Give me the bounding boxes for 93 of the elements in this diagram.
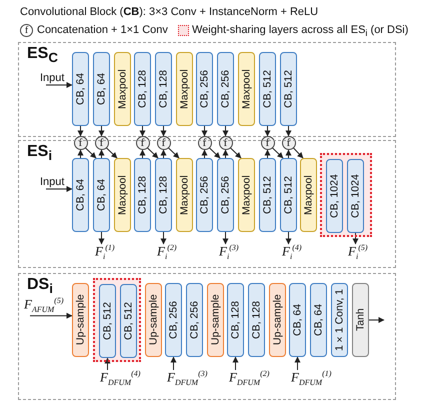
dashed-panel (18, 42, 396, 137)
dashed-panel (18, 273, 396, 400)
fusion-circle: f (260, 136, 274, 150)
arrow (264, 150, 270, 158)
arrow (292, 147, 304, 158)
conv-block: CB, 256 (186, 283, 203, 357)
maxpool-block: Maxpool (300, 158, 317, 232)
conv-block: 1×1 Conv, 1 (331, 283, 348, 357)
caption-text: Convolutional Block (CB): 3×3 Conv + InstanceNorm + ReLU (20, 6, 318, 18)
arrow (222, 150, 228, 158)
upsample-block: Up-sample (145, 283, 162, 357)
upsample-block: Up-sample (207, 283, 224, 357)
conv-block: CB, 256 (217, 52, 234, 126)
maxpool-block: Maxpool (114, 158, 131, 232)
upsample-block: Up-sample (269, 283, 286, 357)
arrow (160, 126, 166, 136)
conv-block: CB, 1024 (326, 159, 343, 233)
maxpool-block: Maxpool (176, 158, 193, 232)
arrow (230, 147, 242, 158)
conv-block: CB, 64 (93, 52, 110, 126)
panel-heading: DS$_{i}$ (27, 276, 53, 296)
conv-block: CB, 256 (165, 283, 182, 357)
arrow (368, 317, 384, 323)
arrow (294, 356, 300, 370)
conv-block: CB, 128 (155, 158, 172, 232)
arrow (286, 126, 292, 136)
arrow (98, 150, 104, 158)
arrow (168, 147, 180, 158)
arrow (46, 82, 72, 88)
maxpool-block: Maxpool (114, 52, 131, 126)
legend-text: Concatenation + 1×1 Conv (37, 24, 168, 36)
fusion-symbol: f (20, 24, 33, 37)
conv-block: CB, 1024 (347, 159, 364, 233)
arrow (160, 150, 166, 158)
conv-block: CB, 512 (259, 158, 276, 232)
arrow (98, 126, 104, 136)
arrow (352, 232, 358, 244)
arrow (140, 150, 146, 158)
arrow (170, 356, 176, 370)
arrow (46, 186, 72, 192)
conv-block: CB, 128 (134, 52, 151, 126)
arrow (202, 126, 208, 136)
fusion-circle: f (94, 136, 108, 150)
weight-sharing-frame (320, 153, 372, 237)
arrow (140, 126, 146, 136)
arrow (222, 126, 228, 136)
input-label: Input (40, 72, 64, 84)
arrow (272, 147, 284, 158)
conv-block: CB, 128 (248, 283, 265, 357)
arrow (222, 232, 228, 244)
arrow (286, 150, 292, 158)
fusion-circle: f (136, 136, 150, 150)
conv-block: CB, 64 (72, 158, 89, 232)
arrow (232, 356, 238, 370)
arrow (104, 358, 110, 370)
conv-block: CB, 256 (196, 52, 213, 126)
tanh-block: Tanh (352, 283, 369, 357)
conv-block: CB, 64 (93, 158, 110, 232)
arrow (78, 150, 84, 158)
arrow (30, 312, 72, 319)
dashed-panel (18, 140, 396, 268)
maxpool-block: Maxpool (176, 52, 193, 126)
arrow (208, 147, 220, 158)
arrow (106, 147, 118, 158)
arrow (98, 232, 104, 244)
upsample-block: Up-sample (72, 283, 89, 357)
conv-block: CB, 256 (217, 158, 234, 232)
conv-block: CB, 128 (227, 283, 244, 357)
input-label: Input (40, 176, 64, 188)
panel-heading: ES$_{C}$ (27, 45, 58, 66)
conv-block: CB, 512 (120, 284, 137, 358)
arrow (202, 150, 208, 158)
conv-block: CB, 256 (196, 158, 213, 232)
conv-block: CB, 512 (99, 284, 116, 358)
conv-block: CB, 512 (259, 52, 276, 126)
weight-sharing-frame (93, 278, 141, 362)
arrow (160, 232, 166, 244)
panel-heading: ES$_{i}$ (27, 143, 52, 164)
conv-block: CB, 512 (280, 52, 297, 126)
maxpool-block: Maxpool (238, 158, 255, 232)
conv-block: CB, 128 (155, 52, 172, 126)
arrow (286, 232, 292, 244)
conv-block: CB, 128 (134, 158, 151, 232)
arrow (146, 147, 158, 158)
arrow (84, 147, 96, 158)
arrow (264, 126, 270, 136)
legend-text: Weight-sharing layers across all ES$_{i}$ (or DSi) (192, 24, 408, 38)
arrow (78, 126, 84, 136)
conv-block: CB, 512 (280, 158, 297, 232)
conv-block: CB, 64 (310, 283, 327, 357)
maxpool-block: Maxpool (238, 52, 255, 126)
conv-block: CB, 64 (72, 52, 89, 126)
conv-block: CB, 64 (289, 283, 306, 357)
